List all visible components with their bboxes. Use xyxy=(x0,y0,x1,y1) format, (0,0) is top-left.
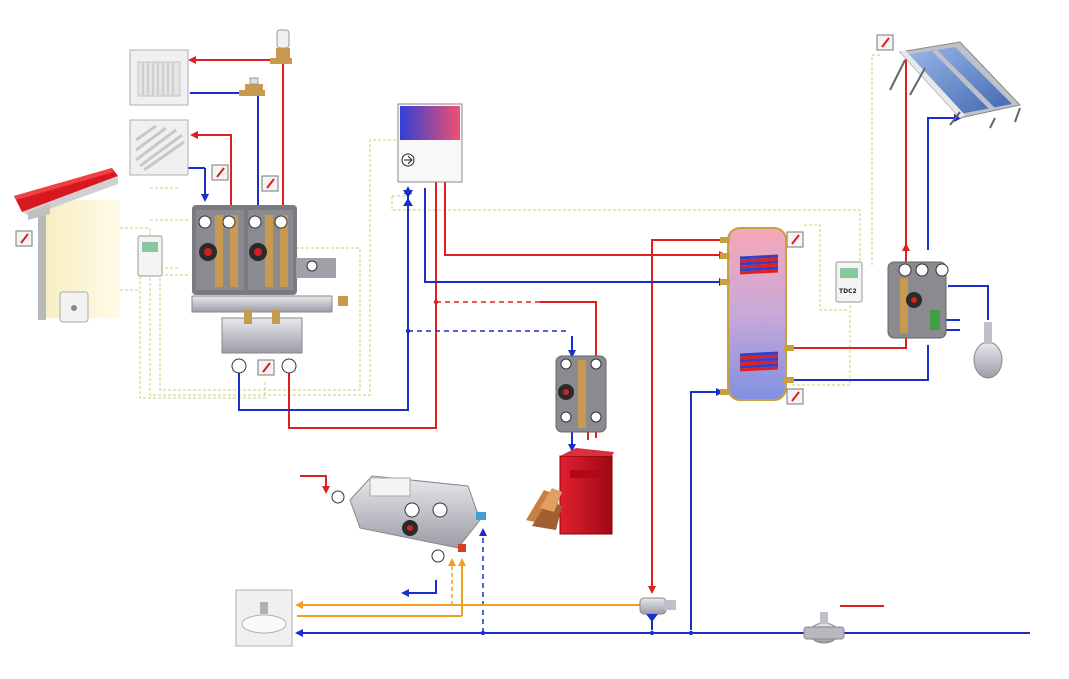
temperature-sensor-icon xyxy=(261,175,279,192)
fresh-water-station-icon xyxy=(331,475,486,563)
heating-module-icon xyxy=(397,103,463,206)
thermostatic-valve-icon xyxy=(270,29,292,64)
hydraulic-separator-icon xyxy=(191,295,348,374)
floor-heating-icon xyxy=(129,119,189,176)
return-dashed xyxy=(408,330,568,633)
control-wires xyxy=(40,54,880,399)
temperature-sensor-icon xyxy=(257,359,275,376)
house-icon xyxy=(14,168,120,320)
thermostatic-valve-icon xyxy=(239,77,265,96)
solar-pump-station-icon xyxy=(887,261,949,339)
wash-basin-icon xyxy=(235,589,293,647)
mixing-valve-icon xyxy=(639,597,676,622)
temperature-sensor-icon xyxy=(786,388,804,405)
ball-valve-icon xyxy=(803,612,845,644)
firewood-icon xyxy=(526,488,562,530)
pump-station-icon xyxy=(192,205,336,295)
solar-controller-label: TDC2 xyxy=(839,288,857,295)
temperature-sensor-icon xyxy=(876,34,894,51)
radiator-icon xyxy=(129,49,189,106)
temperature-sensor-icon xyxy=(211,164,229,181)
junction-dots xyxy=(405,328,694,636)
boiler-icon xyxy=(559,448,614,535)
dhw-pipes xyxy=(295,558,640,617)
room-thermostat-icon xyxy=(59,291,89,323)
junction-dot-red xyxy=(433,299,439,305)
solar-controller-icon: TDC2 xyxy=(835,261,863,303)
heating-return-pipes xyxy=(188,92,1030,637)
heating-controller-icon xyxy=(137,235,163,277)
temperature-sensor-icon xyxy=(786,231,804,248)
storage-tank-icon xyxy=(720,227,794,401)
temperature-sensor-icon xyxy=(15,230,33,247)
solar-collector-icon xyxy=(889,41,1021,129)
expansion-vessel-icon xyxy=(973,322,1003,379)
boiler-pump-station-icon xyxy=(555,355,607,433)
